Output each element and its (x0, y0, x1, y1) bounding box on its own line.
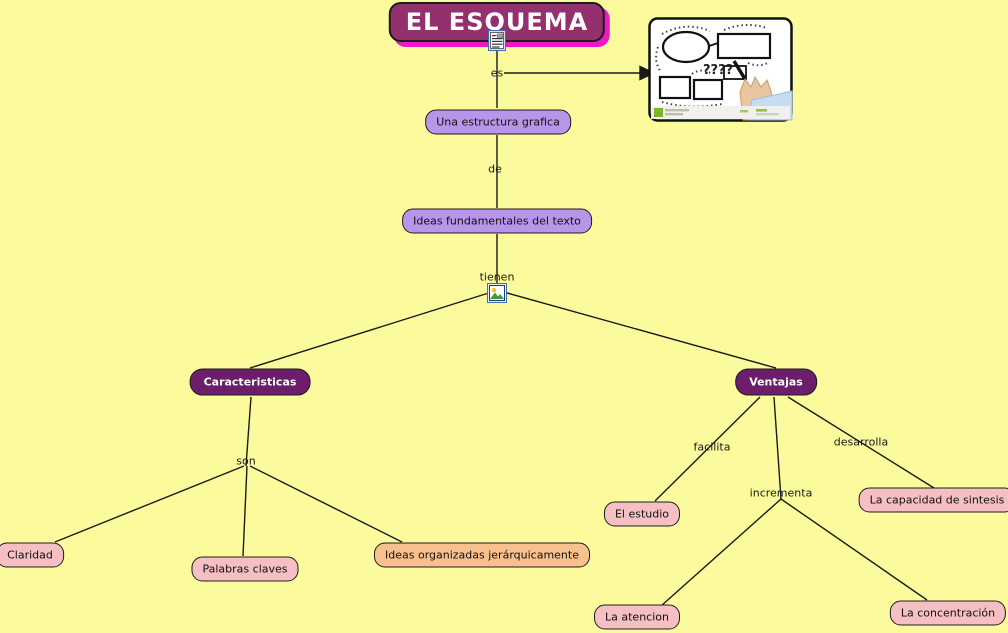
concept-node-concentracion[interactable]: La concentración (889, 600, 1007, 626)
link-label-desarrolla[interactable]: desarrolla (833, 435, 889, 449)
concept-node-estructura[interactable]: Una estructura grafica (425, 109, 571, 135)
drawn-oval (661, 30, 711, 64)
concept-node-claridad[interactable]: Claridad (0, 542, 64, 568)
drawn-rect (692, 78, 724, 101)
concept-node-organizadas[interactable]: Ideas organizadas jerárquicamente (374, 542, 590, 568)
concept-node-ventajas[interactable]: Ventajas (735, 368, 817, 396)
marker-pen (732, 60, 747, 80)
arrowhead (639, 65, 656, 81)
link-label-facilita[interactable]: facilita (693, 440, 731, 454)
watermark-strip (651, 106, 790, 119)
question-marks-text: ???? (703, 63, 733, 78)
concept-node-ideas[interactable]: Ideas fundamentales del texto (402, 208, 592, 234)
drawn-rect (658, 75, 692, 100)
scribble-texture (655, 24, 770, 108)
concept-node-caracteristicas[interactable]: Caracteristicas (189, 368, 311, 396)
document-image-icon[interactable] (488, 30, 506, 51)
link-label-incrementa[interactable]: incrementa (749, 486, 813, 500)
link-label-tienen[interactable]: tienen (479, 270, 515, 284)
concept-node-estudio[interactable]: El estudio (603, 501, 681, 527)
landscape-picture-icon[interactable] (487, 283, 507, 303)
concept-node-palabras[interactable]: Palabras claves (191, 556, 299, 582)
link-label-son[interactable]: son (236, 454, 256, 468)
link-label-de[interactable]: de (488, 162, 502, 176)
concept-node-capacidad[interactable]: La capacidad de sintesis (858, 487, 1008, 513)
concept-node-atencion[interactable]: La atencion (594, 604, 680, 630)
drawn-rect (716, 32, 772, 60)
link-label-es[interactable]: es (490, 66, 504, 80)
hand-drawing-diagram-image[interactable]: ???? (648, 17, 793, 122)
